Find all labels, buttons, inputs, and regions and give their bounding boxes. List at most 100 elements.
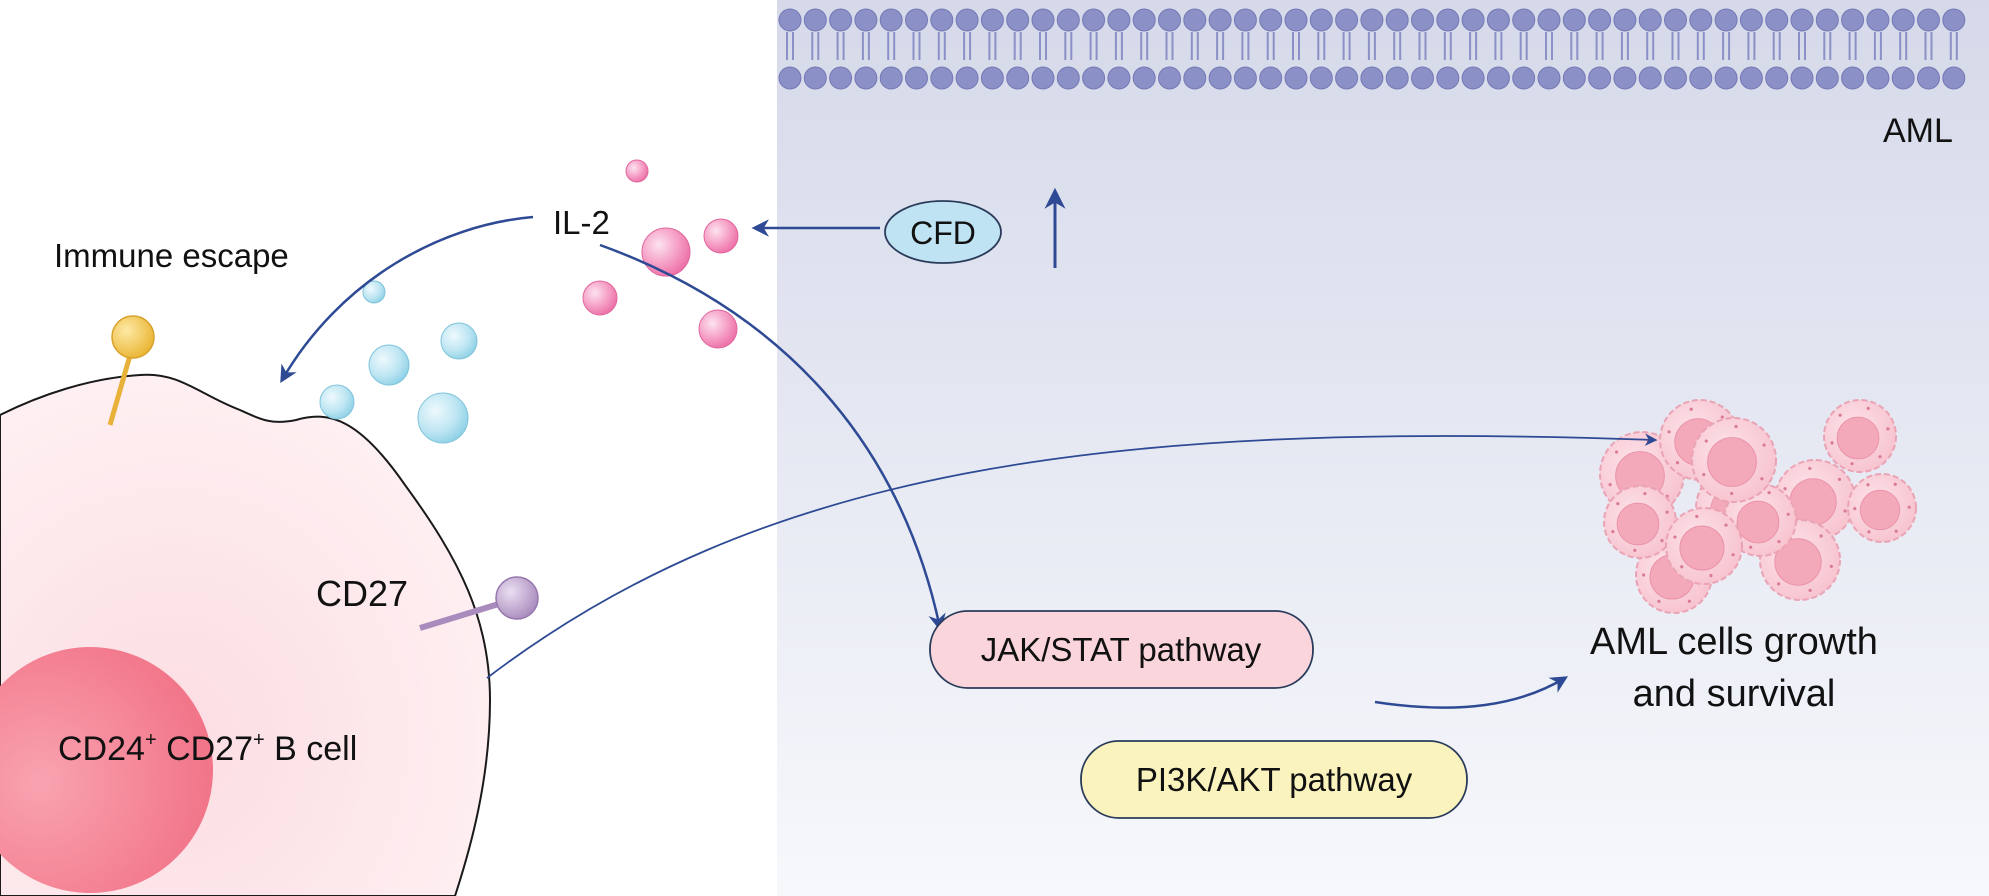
aml-cell-granule [1611, 530, 1615, 534]
aml-cell-granule [1777, 582, 1781, 586]
lipid-head [1714, 66, 1738, 90]
receptor-head [111, 315, 155, 359]
aml-cell-granule [1760, 477, 1764, 481]
lipid-head [1461, 8, 1485, 32]
blue-particle [362, 280, 386, 304]
il2-to-jak-stat-arrow [599, 243, 946, 632]
aml-cell-nucleus [1859, 489, 1901, 531]
aml-cell-granule [1829, 564, 1833, 568]
lipid-head [1562, 66, 1586, 90]
il2-to-b-cell-arrow [280, 215, 534, 384]
lipid-head [854, 66, 878, 90]
lipid-head [1664, 66, 1687, 90]
aml-cell-granule [1673, 535, 1677, 539]
lipid-head [1208, 8, 1232, 32]
lipid-head [930, 8, 954, 32]
lipid-head [1942, 8, 1966, 32]
surface-receptor [107, 315, 155, 426]
aml-cell-granule [1767, 491, 1771, 495]
aml-cell [1691, 417, 1777, 503]
aml-cell-granule [1731, 553, 1735, 557]
lipid-head [1082, 66, 1106, 90]
jak-stat-node: JAK/STAT pathway [929, 610, 1314, 689]
lipid-head [1056, 66, 1080, 90]
lipid-head [1284, 66, 1308, 90]
lipid-head [1815, 66, 1839, 90]
lipid-head [1132, 66, 1156, 90]
aml-cell-nucleus [1836, 416, 1880, 460]
lipid-head [1891, 66, 1915, 90]
lipid-head [905, 66, 928, 90]
aml-cell-granule [1866, 483, 1870, 487]
aml-cell-granule [1866, 406, 1870, 410]
aml-cell-nucleus [1707, 437, 1757, 487]
lipid-head [1841, 66, 1865, 90]
lipid-head [1866, 66, 1890, 90]
aml-cell-granule [1867, 530, 1871, 534]
aml-cell-cluster [1599, 399, 1917, 614]
il2-particles [582, 159, 739, 349]
lipid-head [1638, 8, 1662, 32]
lipid-head [905, 8, 928, 32]
lipid-head [1841, 8, 1865, 32]
aml-cell [1603, 485, 1677, 559]
aml-cell-granule [1724, 523, 1728, 527]
aml-cell-granule [1886, 427, 1890, 431]
lipid-head [1512, 8, 1536, 32]
aml-cell-granule [1709, 573, 1713, 578]
lipid-head [1335, 8, 1359, 32]
lipid-head [1158, 66, 1181, 90]
b-cell-label-part: CD24 [58, 730, 145, 768]
lipid-head [1537, 66, 1561, 90]
lipid-head [1031, 8, 1055, 32]
lipid-head [1259, 66, 1283, 90]
aml-cell-granule [1633, 548, 1637, 552]
immune-escape-label: Immune escape [54, 237, 289, 274]
cfd-particles [319, 280, 478, 444]
lipid-head [1309, 8, 1333, 32]
lipid-head [1942, 66, 1966, 90]
cd27-label: CD27 [316, 573, 408, 614]
aml-cell [1847, 473, 1917, 543]
aml-cell-nucleus [1789, 478, 1837, 526]
jak-stat-label: JAK/STAT pathway [981, 631, 1262, 668]
aml-cell-granule [1608, 483, 1612, 487]
outcome-label-line2: and survival [1633, 673, 1836, 715]
aml-cell-granule [1687, 599, 1691, 603]
aml-cell-granule [1734, 424, 1738, 429]
lipid-head [1714, 8, 1738, 32]
aml-cell-granule [1808, 588, 1812, 592]
lipid-head [1385, 8, 1409, 32]
lipid-head [1006, 66, 1030, 90]
pink-particle [698, 309, 738, 349]
lipid-head [1815, 8, 1839, 32]
lipid-head [803, 8, 827, 32]
pink-particle [582, 280, 618, 316]
b-cell-label-superscript: + [145, 729, 157, 751]
lipid-head [1056, 8, 1080, 32]
aml-cell-granule [1680, 565, 1684, 569]
aml-cell-granule [1730, 491, 1734, 496]
lipid-head [1689, 66, 1713, 90]
aml-cell-granule [1762, 443, 1766, 447]
aml-cell-granule [1642, 573, 1646, 577]
cd27-receptor-head [495, 576, 539, 620]
aml-cell-nucleus [1736, 500, 1780, 544]
pink-particle [641, 227, 691, 277]
b-cell-label-superscript: + [253, 729, 265, 751]
lipid-head [1613, 8, 1637, 32]
aml-cell-granule [1702, 473, 1706, 477]
lipid-head [1664, 8, 1687, 32]
outcome-label-line1: AML cells growth [1590, 621, 1878, 663]
aml-cell-nucleus [1774, 538, 1822, 586]
aml-cell-granule [1838, 413, 1842, 417]
aml-cell [1823, 399, 1897, 473]
lipid-head [1891, 8, 1915, 32]
lipid-head [1588, 8, 1612, 32]
lipid-head [1917, 66, 1940, 90]
lipid-head [980, 8, 1004, 32]
lipid-head [1689, 8, 1713, 32]
aml-cell-granule [1786, 512, 1790, 516]
b-cell-label: CD24+ CD27+ B cell [58, 729, 357, 768]
aml-cell-granule [1657, 599, 1661, 603]
